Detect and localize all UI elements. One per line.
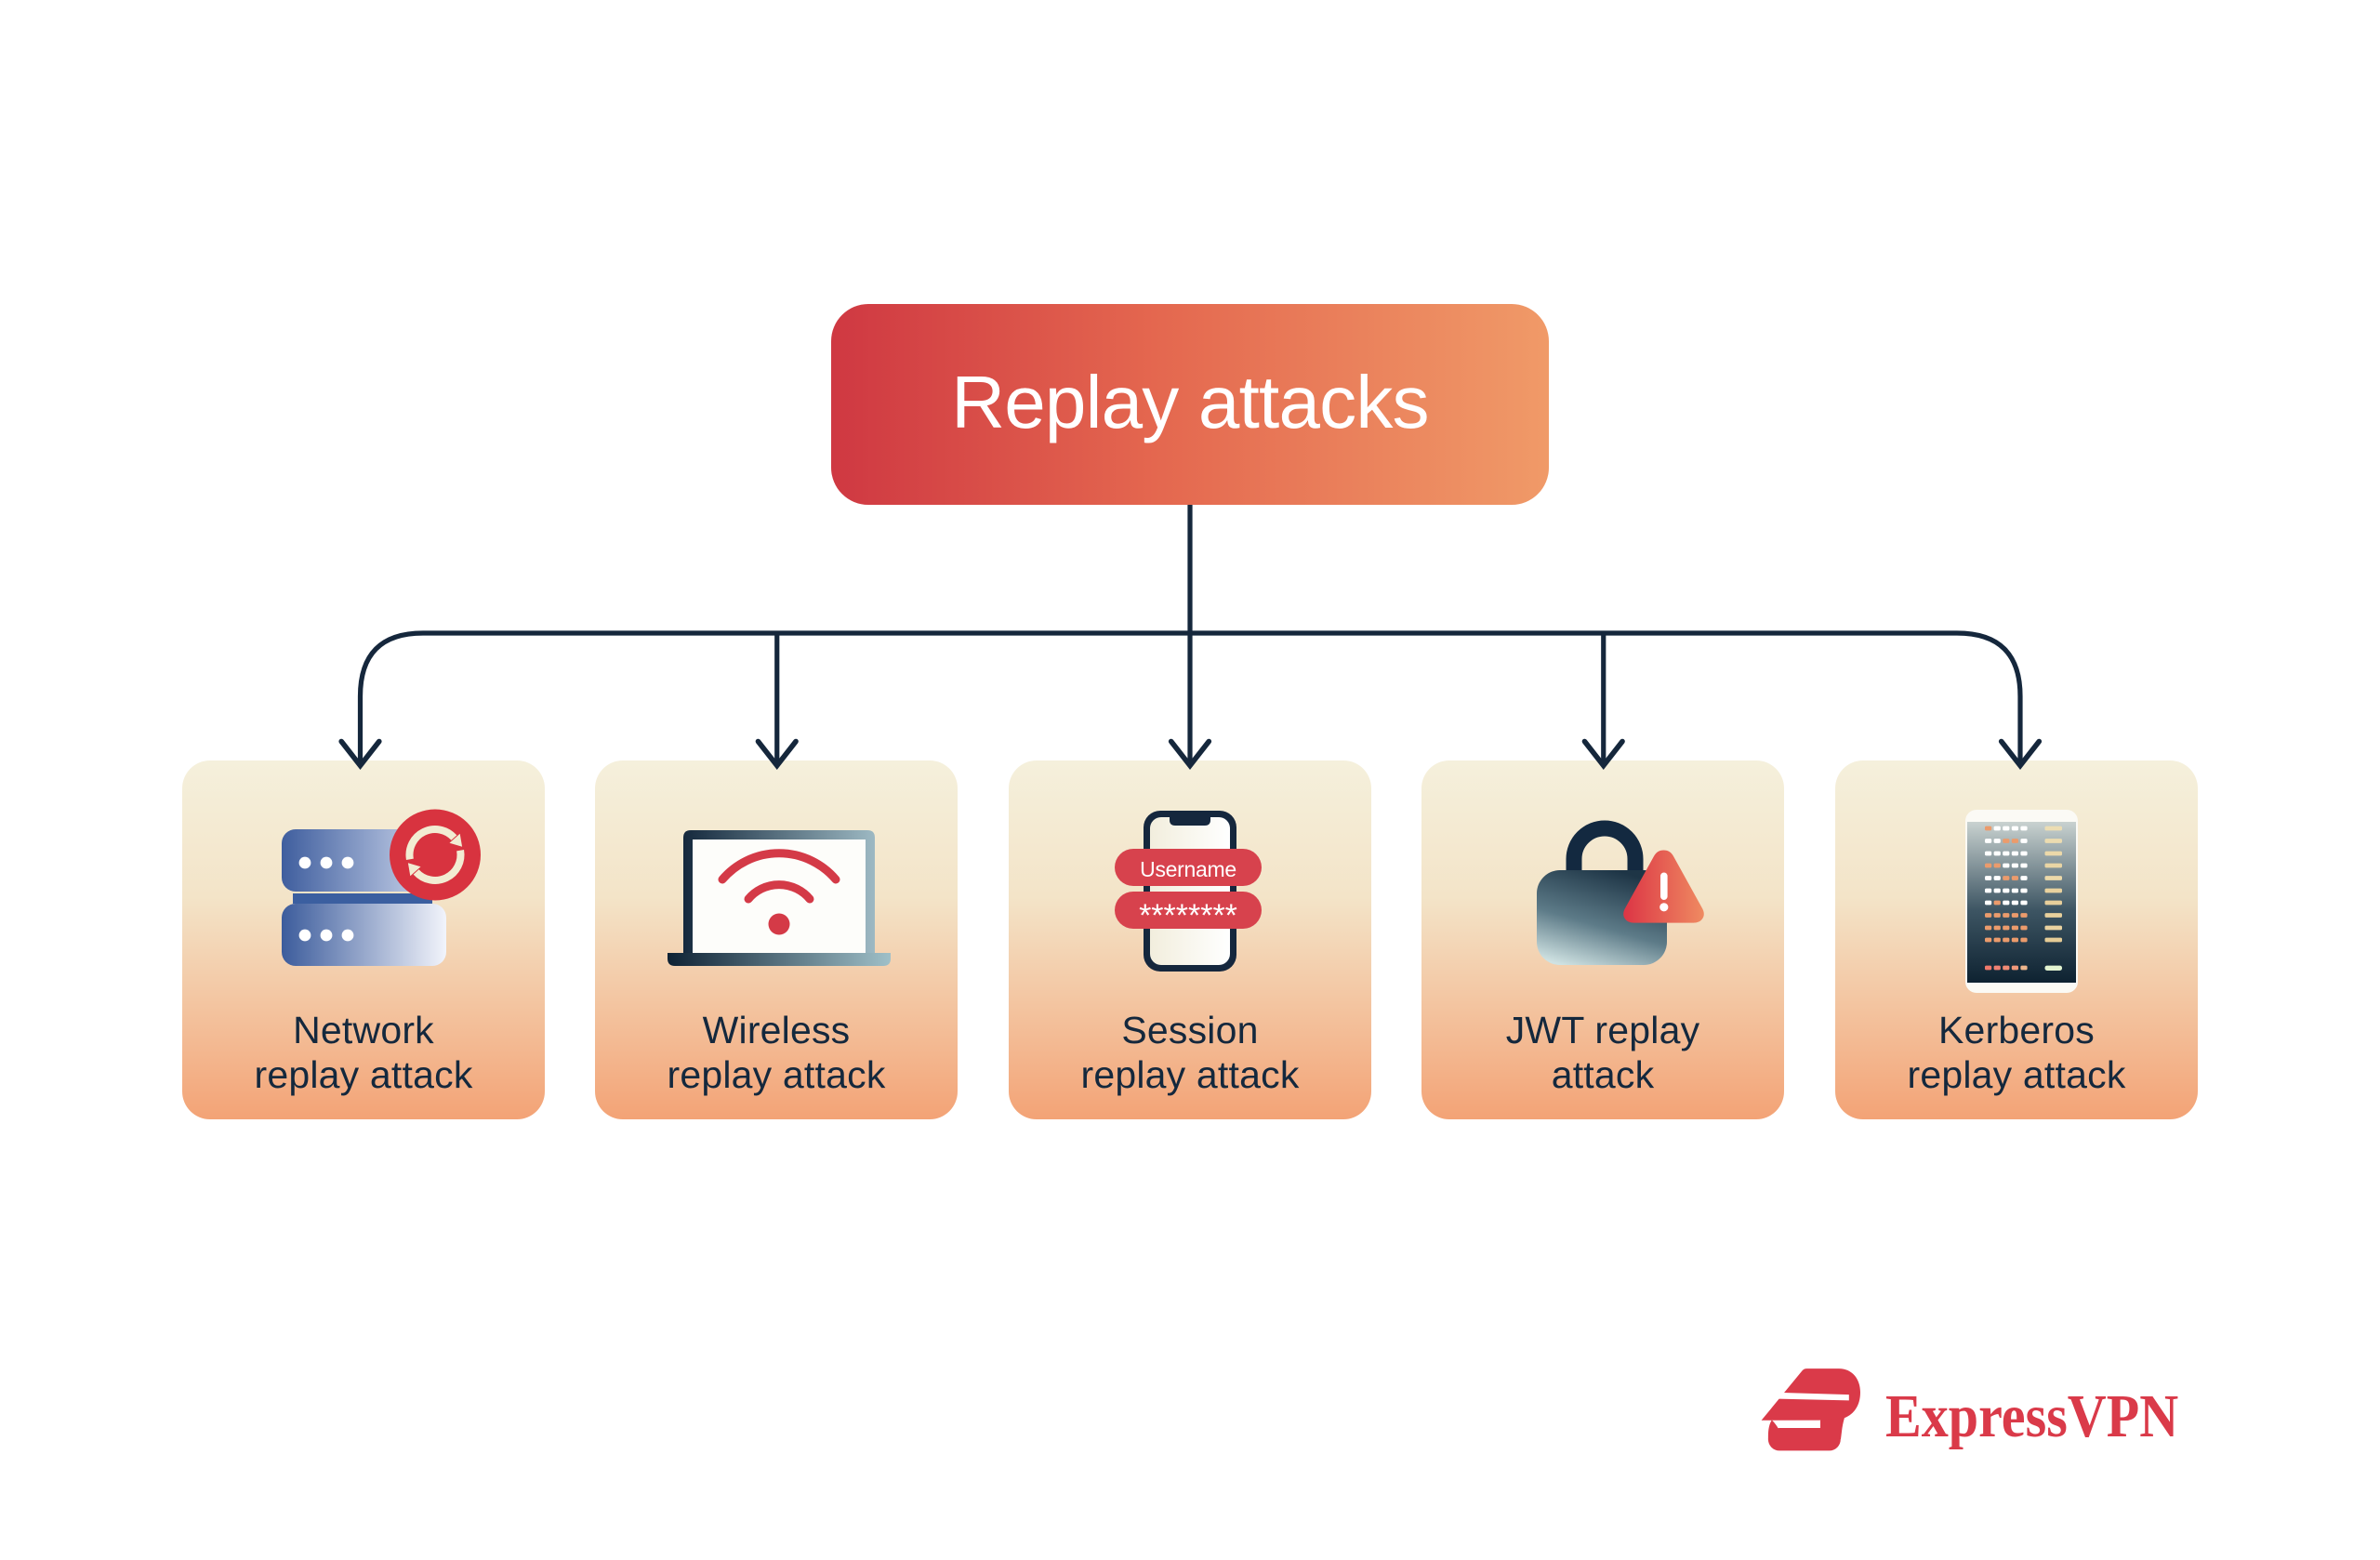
svg-text:********: ******** bbox=[1139, 898, 1237, 933]
svg-text:Username: Username bbox=[1140, 857, 1236, 881]
